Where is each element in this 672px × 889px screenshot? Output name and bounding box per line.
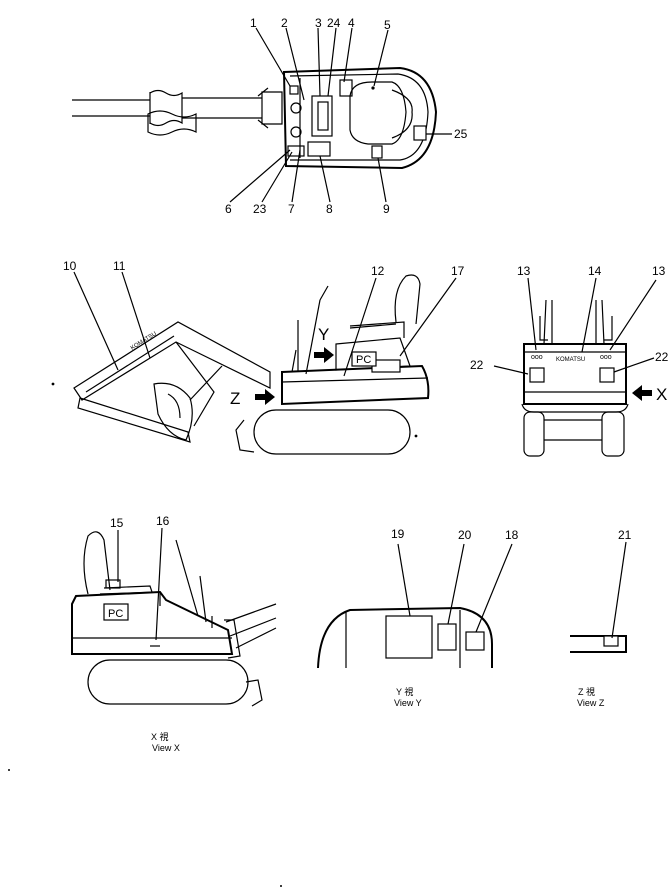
callout-22-left: 22 bbox=[470, 358, 484, 372]
view-y-drawing bbox=[317, 543, 513, 669]
callout-5: 5 bbox=[384, 18, 391, 32]
svg-text:ooo: ooo bbox=[531, 354, 543, 361]
callout-19: 19 bbox=[391, 527, 405, 541]
view-x-drawing bbox=[71, 527, 277, 707]
callout-22-right: 22 bbox=[655, 350, 669, 364]
view-z-drawing bbox=[570, 541, 627, 653]
rear-view-drawing: ooo ooo bbox=[493, 277, 657, 457]
view-z-caption: View Z bbox=[577, 698, 605, 708]
callout-8: 8 bbox=[326, 202, 333, 216]
callout-25: 25 bbox=[454, 127, 468, 141]
view-x-caption: View X bbox=[152, 743, 180, 753]
callout-13-right: 13 bbox=[652, 264, 666, 278]
callout-21: 21 bbox=[618, 528, 632, 542]
view-y-caption-jp: Y 視 bbox=[396, 686, 413, 697]
callout-2: 2 bbox=[281, 16, 288, 30]
view-y-caption: View Y bbox=[394, 698, 422, 708]
callout-7: 7 bbox=[288, 202, 295, 216]
side-pc-decal: PC bbox=[356, 354, 371, 366]
callout-1: 1 bbox=[250, 16, 257, 30]
view-x-caption-jp: X 視 bbox=[151, 731, 169, 742]
svg-text:ooo: ooo bbox=[600, 354, 612, 361]
view-marker-z: Z bbox=[230, 389, 240, 408]
view-z-caption-jp: Z 視 bbox=[578, 686, 595, 697]
callout-24: 24 bbox=[327, 16, 341, 30]
callout-6: 6 bbox=[225, 202, 232, 216]
side-view-drawing bbox=[51, 271, 457, 455]
callout-23: 23 bbox=[253, 202, 267, 216]
callout-9: 9 bbox=[383, 202, 390, 216]
callout-13-left: 13 bbox=[517, 264, 531, 278]
callout-4: 4 bbox=[348, 16, 355, 30]
callout-14: 14 bbox=[588, 264, 602, 278]
callout-17: 17 bbox=[451, 264, 465, 278]
callout-3: 3 bbox=[315, 16, 322, 30]
callout-11: 11 bbox=[113, 259, 126, 273]
callout-12: 12 bbox=[371, 264, 385, 278]
viewx-pc-decal: PC bbox=[108, 608, 123, 620]
view-marker-y: Y bbox=[318, 325, 329, 344]
callout-15: 15 bbox=[110, 516, 124, 530]
view-marker-x: X bbox=[656, 385, 667, 404]
callout-16: 16 bbox=[156, 514, 170, 528]
callout-20: 20 bbox=[458, 528, 472, 542]
rear-komatsu-decal: KOMATSU bbox=[556, 357, 585, 363]
callout-18: 18 bbox=[505, 528, 519, 542]
callout-10: 10 bbox=[63, 259, 77, 273]
top-view-drawing bbox=[72, 27, 452, 203]
